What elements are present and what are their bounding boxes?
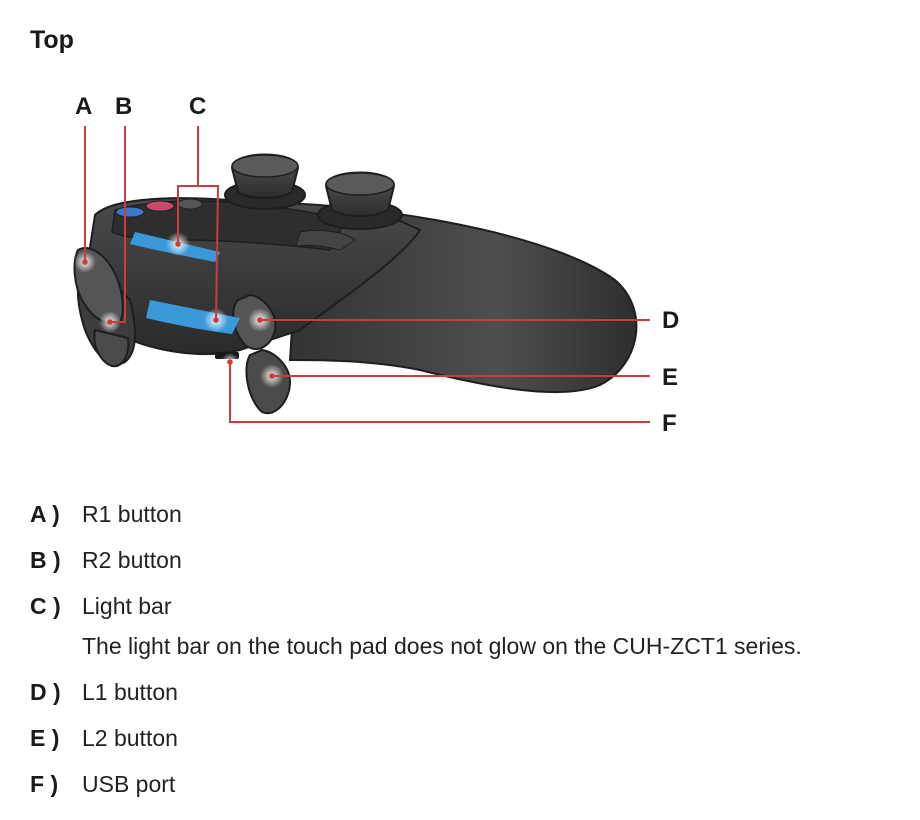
legend-list: A ) R1 button B ) R2 button C ) Light ba…	[30, 500, 802, 816]
legend-label-block: Light bar The light bar on the touch pad…	[82, 592, 802, 660]
legend-item-d: D ) L1 button	[30, 678, 802, 706]
legend-item-c: C ) Light bar The light bar on the touch…	[30, 592, 802, 660]
controller-illustration	[75, 155, 637, 414]
legend-key: F )	[30, 770, 82, 798]
legend-key: B )	[30, 546, 82, 574]
legend-key: E )	[30, 724, 82, 752]
legend-key: C )	[30, 592, 82, 620]
callout-d: D	[662, 307, 679, 334]
legend-label: USB port	[82, 770, 175, 798]
callout-f: F	[662, 410, 677, 437]
controller-diagram: A B C D E F	[0, 0, 920, 470]
legend-item-b: B ) R2 button	[30, 546, 802, 574]
legend-label: L2 button	[82, 724, 178, 752]
legend-label: Light bar	[82, 593, 172, 619]
legend-label: R2 button	[82, 546, 182, 574]
legend-item-e: E ) L2 button	[30, 724, 802, 752]
legend-item-f: F ) USB port	[30, 770, 802, 798]
legend-note: The light bar on the touch pad does not …	[82, 632, 802, 660]
legend-label: L1 button	[82, 678, 178, 706]
callout-e: E	[662, 364, 678, 391]
legend-label: R1 button	[82, 500, 182, 528]
legend-key: A )	[30, 500, 82, 528]
callout-c: C	[189, 93, 206, 120]
callout-a: A	[75, 93, 92, 120]
legend-key: D )	[30, 678, 82, 706]
legend-item-a: A ) R1 button	[30, 500, 802, 528]
callout-b: B	[115, 93, 132, 120]
